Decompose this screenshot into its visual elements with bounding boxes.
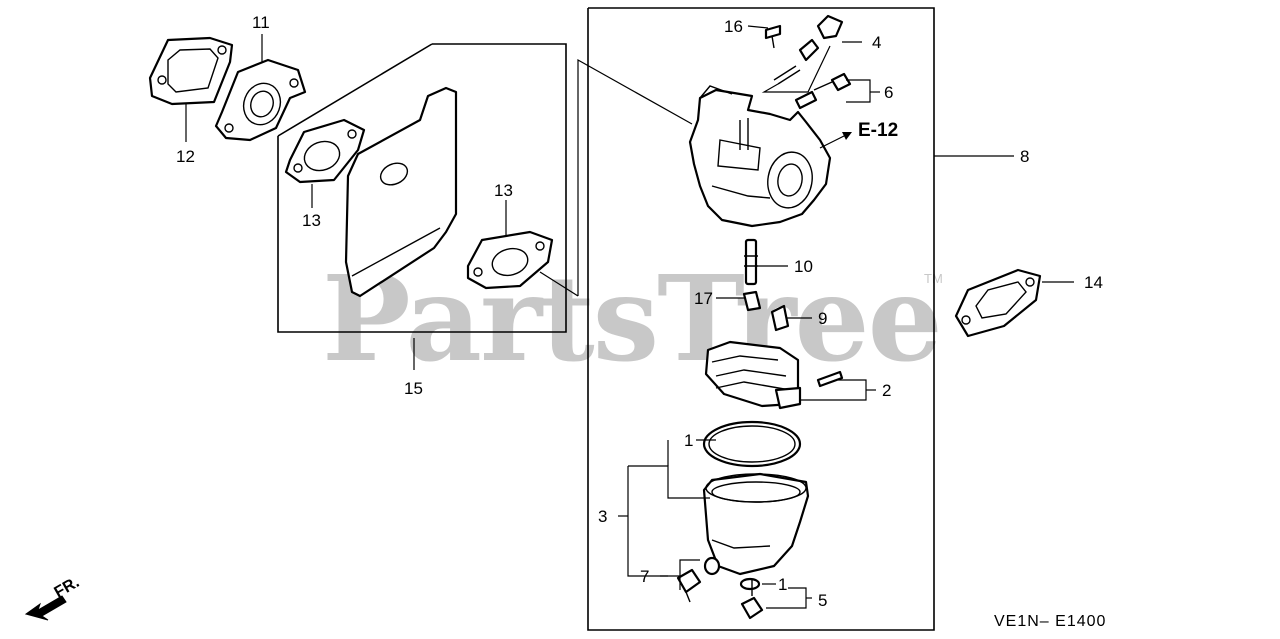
part-12-gasket[interactable] <box>148 36 234 106</box>
part-6-screw-set[interactable] <box>794 72 852 110</box>
part-16-screw[interactable] <box>764 24 782 49</box>
part-15-group-bracket <box>277 43 567 333</box>
part-2-float-pin[interactable] <box>816 370 844 388</box>
callout-4: 4 <box>872 33 881 52</box>
callout-9: 9 <box>818 309 827 328</box>
part-11-insulator[interactable] <box>214 58 307 142</box>
callout-12: 12 <box>176 147 195 166</box>
part-4-pilot-screw-set[interactable] <box>773 14 844 85</box>
callout-16: 16 <box>724 17 743 36</box>
callout-5: 5 <box>818 591 827 610</box>
callout-8: 8 <box>1020 147 1029 166</box>
front-label: FR. <box>52 574 83 602</box>
callout-1-top: 1 <box>684 431 693 450</box>
float-assembly[interactable] <box>704 340 802 410</box>
callout-17: 17 <box>694 289 713 308</box>
callout-1-bottom: 1 <box>778 575 787 594</box>
callout-15: 15 <box>404 379 423 398</box>
carburetor-body[interactable] <box>688 85 832 228</box>
part-15-heat-plate[interactable] <box>344 86 458 298</box>
part-10-main-nozzle[interactable] <box>744 238 758 286</box>
part-7-drain-screw[interactable] <box>676 556 721 603</box>
callout-7: 7 <box>640 567 649 586</box>
part-5-chamber-bolt[interactable] <box>739 577 764 620</box>
watermark: PartsTree <box>322 249 941 388</box>
callout-14: 14 <box>1084 273 1103 292</box>
part-13-gasket-left[interactable] <box>284 118 366 184</box>
callout-13-right: 13 <box>494 181 513 200</box>
callout-2: 2 <box>882 381 891 400</box>
part-8-carburetor-group-bracket <box>587 7 935 631</box>
part-1-float-chamber-gasket[interactable] <box>702 420 802 468</box>
part-3-float-chamber[interactable] <box>702 472 810 576</box>
callout-3: 3 <box>598 507 607 526</box>
callout-11: 11 <box>252 13 270 32</box>
front-direction-arrow: FR. <box>24 574 83 621</box>
callout-13-left: 13 <box>302 211 321 230</box>
part-9-screw[interactable] <box>770 304 790 332</box>
diagram-code: VE1N– E1400 <box>994 613 1106 630</box>
callout-6: 6 <box>884 83 893 102</box>
part-13-gasket-right[interactable] <box>466 230 554 290</box>
part-17-main-jet[interactable] <box>742 290 762 312</box>
callout-10: 10 <box>794 257 813 276</box>
part-14-gasket[interactable] <box>954 268 1042 338</box>
reference-e12: E-12 <box>858 120 898 141</box>
